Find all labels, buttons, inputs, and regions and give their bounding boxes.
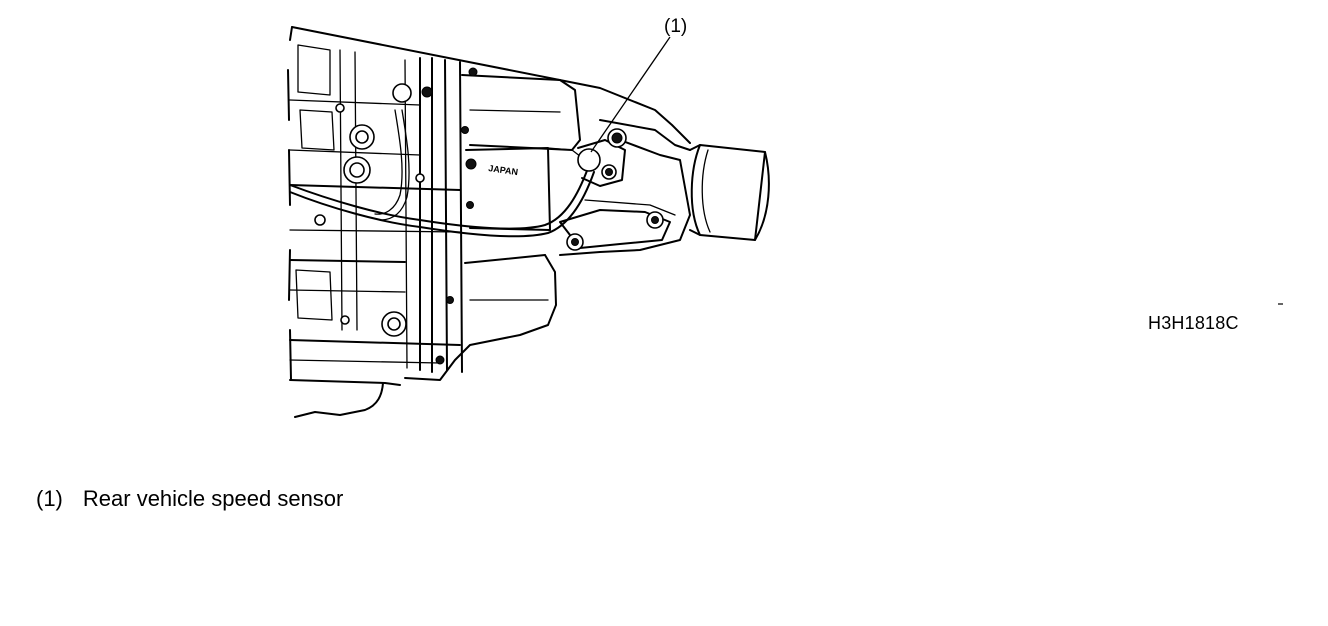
bolts [314, 67, 627, 365]
callout-label: (1) [664, 16, 687, 37]
output-flange [689, 144, 770, 241]
rear-vehicle-speed-sensor [577, 139, 626, 187]
sensor-harness [289, 109, 595, 238]
legend-item: (1) Rear vehicle speed sensor [36, 486, 343, 512]
extension-housing [559, 119, 691, 256]
callout-leader-line [590, 36, 671, 153]
rear-case-block: JAPAN [461, 74, 586, 231]
legend-label: Rear vehicle speed sensor [82, 486, 344, 511]
figure-code: H3H1818C [1148, 313, 1239, 333]
legend-number: (1) [36, 486, 63, 511]
japan-marking: JAPAN [488, 163, 519, 177]
transmission-housing [287, 26, 691, 418]
housing-ribs [289, 44, 463, 373]
